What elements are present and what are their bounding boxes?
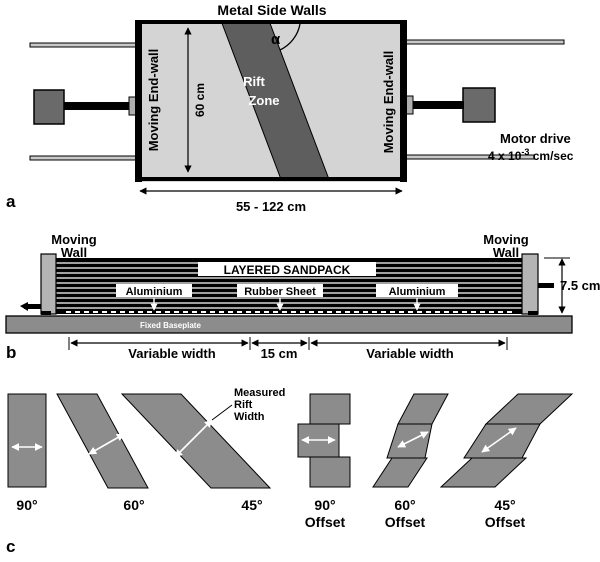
left-end-wall-label: Moving End-wall xyxy=(146,49,161,152)
panel-b: Fixed Baseplate LAYERED SANDPACK xyxy=(5,232,600,362)
rift-60 xyxy=(56,393,149,489)
rubber-sheet-label: Rubber Sheet xyxy=(244,286,316,298)
end-wall-right xyxy=(400,20,407,182)
wall-foot xyxy=(528,311,538,315)
aluminium-left-label: Aluminium xyxy=(126,286,183,298)
end-wall-left xyxy=(135,20,142,182)
label-45: 45° xyxy=(241,497,262,513)
label-offset-90-angle: 90° xyxy=(314,497,335,513)
rift-width-arrow xyxy=(88,433,125,455)
motor-left xyxy=(33,89,65,125)
baseplate-label: Fixed Baseplate xyxy=(140,321,201,330)
offset-60-top xyxy=(397,393,449,425)
measured-label-1: Measured xyxy=(234,387,285,399)
panel-a-title: Metal Side Walls xyxy=(217,2,326,18)
aluminium-right-label: Aluminium xyxy=(389,286,446,298)
guide-rod xyxy=(29,155,137,161)
offset-45-top xyxy=(484,393,574,425)
guide-rod xyxy=(403,39,565,45)
rift-zone xyxy=(220,22,330,179)
drive-shaft-right xyxy=(412,101,464,109)
offset-60-bottom xyxy=(372,457,428,488)
offset-45-middle xyxy=(463,423,541,459)
panel-c: Measured Rift Width 90° 60° 45° 90° Offs… xyxy=(6,387,574,556)
variable-width-right-label: Variable width xyxy=(366,346,453,361)
drive-shaft-left xyxy=(64,102,130,110)
offset-90-bottom xyxy=(309,456,351,488)
right-wall-label-2: Wall xyxy=(493,245,519,260)
label-offset-60-angle: 60° xyxy=(394,497,415,513)
aluminium-left-box xyxy=(116,284,192,297)
rod-tip-left xyxy=(20,302,28,311)
center-width-label: 15 cm xyxy=(261,346,298,361)
panel-letter-a: a xyxy=(6,192,16,211)
callout-line xyxy=(211,404,233,421)
left-wall-label-2: Wall xyxy=(61,245,87,260)
rift-90 xyxy=(7,393,47,488)
variable-width-left-label: Variable width xyxy=(128,346,215,361)
sandpack-label-box xyxy=(198,262,376,276)
label-offset-60: Offset xyxy=(385,514,426,530)
measured-label-3: Width xyxy=(234,411,265,423)
panel-letter-c: c xyxy=(6,537,15,556)
rubber-sheet-box xyxy=(237,284,323,297)
wall-foot xyxy=(41,311,51,315)
right-end-wall-label: Moving End-wall xyxy=(381,51,396,154)
moving-wall-right xyxy=(521,253,539,315)
label-60: 60° xyxy=(123,497,144,513)
motor-speed: 4 x 10-3 cm/sec xyxy=(488,147,574,163)
height-label: 60 cm xyxy=(193,83,207,117)
aluminium-right-box xyxy=(376,284,458,297)
panel-letter-b: b xyxy=(6,343,16,362)
angle-arc xyxy=(279,23,301,51)
zone-label: Zone xyxy=(248,93,279,108)
sandpack-label: LAYERED SANDPACK xyxy=(224,263,351,277)
motor-label: Motor drive xyxy=(500,131,571,146)
offset-90-top xyxy=(309,393,351,425)
measured-label-2: Rift xyxy=(234,399,253,411)
label-offset-45: Offset xyxy=(485,514,526,530)
side-wall-bottom xyxy=(138,177,404,181)
height-label-b: 7.5 cm xyxy=(560,278,600,293)
angle-alpha: α xyxy=(271,31,281,48)
panel-a: α 60 cm Moving End-wall Moving End-wall … xyxy=(6,2,574,214)
label-offset-45-angle: 45° xyxy=(494,497,515,513)
rod-left xyxy=(24,304,50,309)
rod-right xyxy=(526,283,554,288)
label-90: 90° xyxy=(16,497,37,513)
right-wall-label-1: Moving xyxy=(483,232,529,247)
rift-width-arrow xyxy=(174,419,213,458)
offset-45-bottom xyxy=(439,457,528,488)
guide-rod xyxy=(29,42,137,48)
fixed-baseplate xyxy=(5,315,573,334)
label-offset-90: Offset xyxy=(305,514,346,530)
rift-label: Rift xyxy=(243,74,265,89)
moving-wall-left xyxy=(40,253,57,315)
width-label: 55 - 122 cm xyxy=(236,199,306,214)
rift-width-arrow xyxy=(397,431,429,448)
left-wall-label-1: Moving xyxy=(51,232,97,247)
rift-width-arrow xyxy=(481,427,517,453)
side-wall-top xyxy=(138,20,404,24)
motor-right xyxy=(462,87,496,123)
